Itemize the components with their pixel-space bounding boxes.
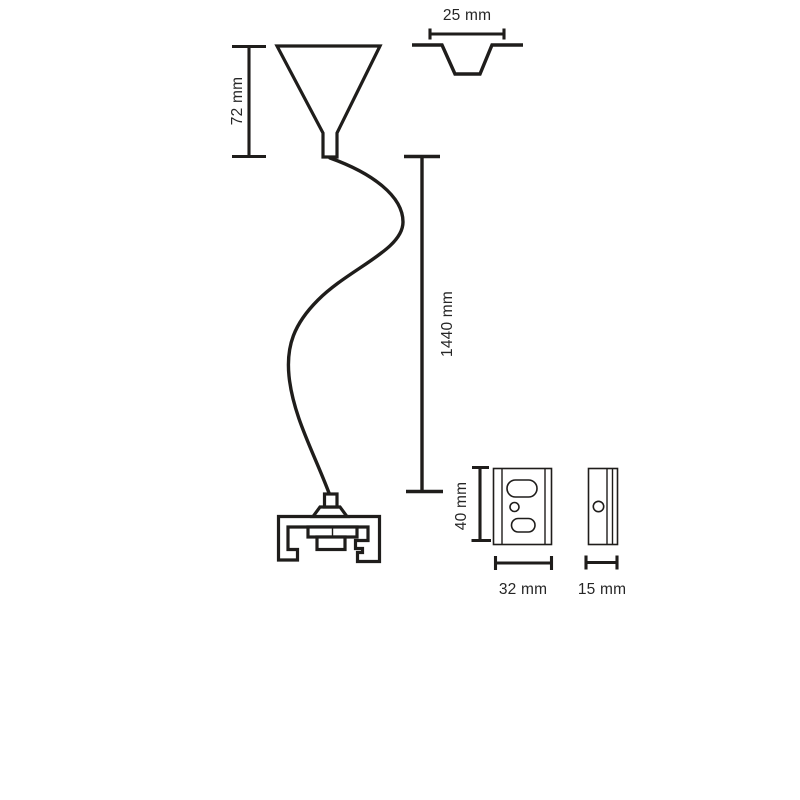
dim-profile-width-label: 25 mm (443, 7, 491, 24)
cable-gland-top (322, 492, 339, 509)
dim-adapter-front-width (493, 556, 554, 570)
dim-cable-length (404, 154, 443, 494)
track-adapter-front-view (276, 492, 382, 564)
dim-profile-width (428, 28, 506, 40)
adapter-detail-side-view (587, 467, 619, 546)
dim-canopy-height (232, 44, 266, 159)
adapter-lock-block (315, 535, 347, 552)
drawing-lines (232, 28, 619, 570)
dim-adapter-front-width-label: 32 mm (499, 581, 547, 598)
adapter-front-top-slot (506, 479, 538, 498)
canopy-profile-outline (412, 43, 523, 76)
dim-cable-length-label: 1440 mm (439, 291, 456, 357)
adapter-side-screw-hole (592, 500, 605, 513)
dim-canopy-height-label: 72 mm (229, 77, 246, 125)
dim-adapter-side-width-label: 15 mm (578, 581, 626, 598)
adapter-detail-front-view (492, 467, 553, 546)
suspension-cable-path (286, 156, 405, 495)
canopy-outline (274, 44, 383, 159)
dim-adapter-side-width (584, 555, 619, 570)
dim-adapter-height (471, 465, 491, 543)
adapter-front-screw-hole (509, 501, 520, 513)
adapter-front-bottom-slot (510, 517, 536, 533)
dim-adapter-height-label: 40 mm (453, 482, 470, 530)
